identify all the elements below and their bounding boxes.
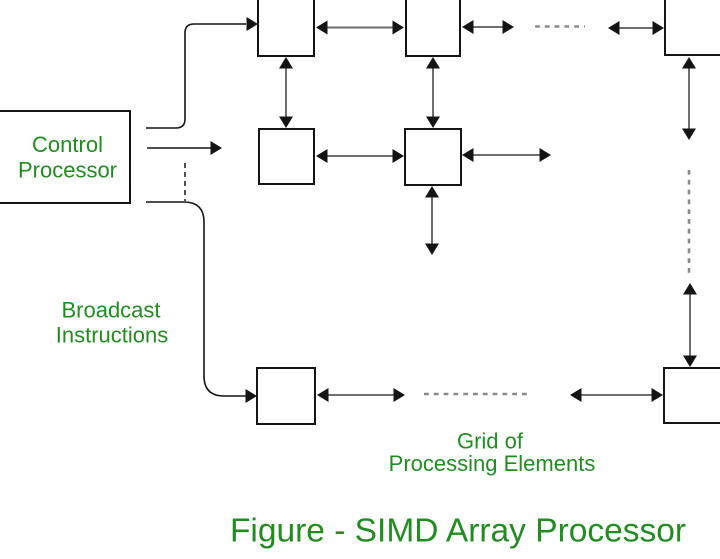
svg-text:Grid of: Grid of xyxy=(457,429,524,454)
svg-text:Processor: Processor xyxy=(18,158,117,183)
svg-text:Instructions: Instructions xyxy=(56,323,169,348)
svg-text:Broadcast: Broadcast xyxy=(61,298,160,323)
svg-text:Processing Elements: Processing Elements xyxy=(389,451,596,476)
svg-text:Figure - SIMD Array Processor: Figure - SIMD Array Processor xyxy=(230,513,686,550)
svg-text:Control: Control xyxy=(32,132,103,157)
